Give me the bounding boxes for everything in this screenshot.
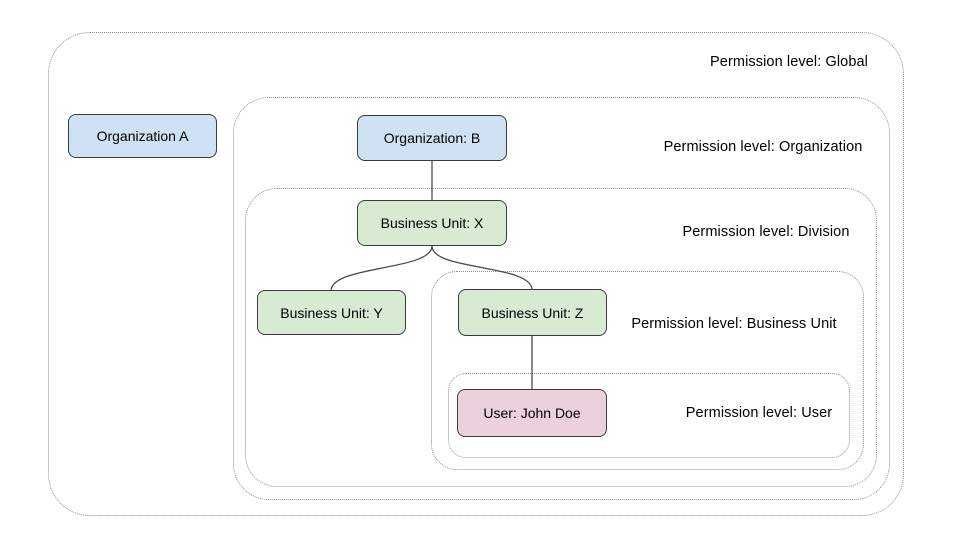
node-user-john-doe-label: User: John Doe bbox=[483, 405, 581, 421]
node-business-unit-y: Business Unit: Y bbox=[257, 290, 406, 335]
scope-organization bbox=[233, 97, 890, 500]
scope-division bbox=[245, 188, 877, 487]
scope-organization-label: Permission level: Organization bbox=[663, 139, 863, 155]
scope-division-label: Permission level: Division bbox=[682, 224, 850, 240]
node-organization-a-label: Organization A bbox=[96, 128, 189, 144]
scope-user-label: Permission level: User bbox=[685, 405, 833, 421]
scope-global-label: Permission level: Global bbox=[710, 54, 868, 70]
node-business-unit-y-label: Business Unit: Y bbox=[280, 304, 383, 321]
node-business-unit-x-label: Business Unit: X bbox=[380, 215, 484, 231]
node-organization-b: Organization: B bbox=[357, 115, 507, 161]
scope-user bbox=[448, 373, 850, 458]
node-organization-b-label: Organization: B bbox=[383, 130, 481, 146]
node-business-unit-z: Business Unit: Z bbox=[458, 289, 607, 336]
scope-business-unit-label: Permission level: Business Unit bbox=[631, 316, 837, 332]
node-business-unit-x: Business Unit: X bbox=[357, 200, 507, 246]
node-organization-a: Organization A bbox=[68, 114, 217, 158]
node-user-john-doe: User: John Doe bbox=[457, 389, 607, 437]
node-business-unit-z-label: Business Unit: Z bbox=[481, 304, 584, 321]
scope-global bbox=[48, 32, 904, 516]
scope-business-unit bbox=[431, 271, 864, 470]
